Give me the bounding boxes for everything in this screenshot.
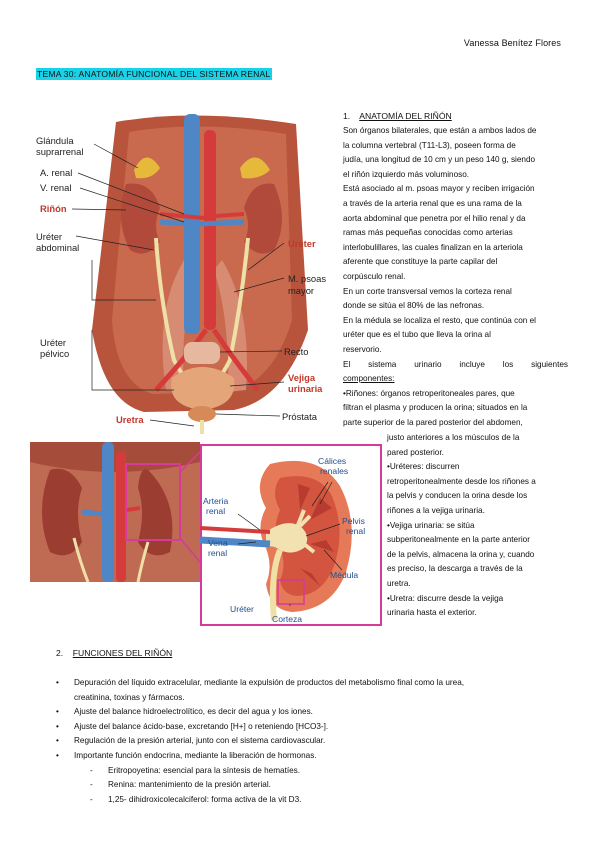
label-ureter-right: Uréter xyxy=(288,238,316,249)
component-line: parte superior de la pared posterior del… xyxy=(343,417,523,427)
section1-body-narrow: justo anteriores a los músculos de la pa… xyxy=(387,431,572,621)
kidney-torso-illustration xyxy=(30,442,200,582)
label-vena-1: Vena xyxy=(208,538,228,548)
label-suprarrenal: suprarrenal xyxy=(36,146,83,157)
label-rinon: Riñón xyxy=(40,203,67,214)
hormone-item: 1,25- dihidroxicolecalciferol: forma act… xyxy=(56,793,556,808)
label-ureter-pelvico-2: pélvico xyxy=(40,348,69,359)
aorta xyxy=(204,130,216,330)
cortex-highlight-box xyxy=(277,579,305,605)
component-line: •Uréteres: discurren xyxy=(387,462,460,472)
component-line: uretra. xyxy=(387,578,411,588)
function-item: Ajuste del balance ácido-base, excretand… xyxy=(56,720,556,735)
rectum xyxy=(184,342,220,364)
kidney-cross-section-illustration: Cálices renales Arteria renal Pelvis ren… xyxy=(200,444,382,626)
hormone-item: Eritropoyetina: esencial para la síntesi… xyxy=(56,764,556,779)
urinary-bladder xyxy=(171,367,235,410)
section1-line: corpúsculo renal. xyxy=(343,271,406,281)
section1-line: reservorio. xyxy=(343,344,382,354)
section1-line: la columna vertebral (T11-L3), poseen fo… xyxy=(343,140,516,150)
label-psoas-1: M. psoas xyxy=(288,273,326,284)
prostate xyxy=(188,406,216,422)
section1-line: interlobulillares, las cuales finalizan … xyxy=(343,242,523,252)
component-line: la pelvis y conducen la orina desde los xyxy=(387,491,528,501)
label-ureter-cross: Uréter xyxy=(230,604,254,614)
component-line: urinaria hasta el exterior. xyxy=(387,608,477,618)
section1-line: el riñón izquierdo más voluminoso. xyxy=(343,169,470,179)
label-medula: Médula xyxy=(330,570,358,580)
section1-line: donde se sitúa el 80% de las nefronas. xyxy=(343,301,485,311)
vena-cava xyxy=(184,114,200,334)
label-ureter-pelvico-1: Uréter xyxy=(40,337,66,348)
components-label: componentes: xyxy=(343,374,395,384)
function-item: Ajuste del balance hidroelectrolítico, e… xyxy=(56,705,556,720)
kidney-right xyxy=(244,183,282,254)
section1-line: Está asociado al m. psoas mayor y recibe… xyxy=(343,184,535,194)
section2-title: FUNCIONES DEL RIÑÓN xyxy=(72,648,173,658)
component-line: filtran el plasma y producen la orina; s… xyxy=(343,403,528,413)
label-arteria-2: renal xyxy=(206,506,225,516)
section2-number: 2. xyxy=(56,648,64,658)
hormone-item: Renina: mantenimiento de la presión arte… xyxy=(56,778,556,793)
label-corteza: Corteza xyxy=(272,614,302,624)
renal-pelvis xyxy=(266,523,308,553)
label-uretra: Uretra xyxy=(116,414,144,425)
section1-line: En un corte transversal vemos la corteza… xyxy=(343,286,512,296)
section1-line: ramas más pequeñas conocidas como arteri… xyxy=(343,228,513,238)
component-line: pared posterior. xyxy=(387,447,444,457)
author-name: Vanessa Benítez Flores xyxy=(463,38,561,48)
component-line: •Vejiga urinaria: se sitúa xyxy=(387,520,475,530)
topic-title: TEMA 30: ANATOMÍA FUNCIONAL DEL SISTEMA … xyxy=(36,68,273,80)
component-line: •Riñones: órganos retroperitoneales pare… xyxy=(343,388,515,398)
urinary-system-illustration: Glándula suprarrenal A. renal V. renal R… xyxy=(34,110,334,435)
section1-line: aferente que constituye la parte capilar… xyxy=(343,257,498,267)
label-vena-2: renal xyxy=(208,548,227,558)
component-line: •Uretra: discurre desde la vejiga xyxy=(387,593,504,603)
label-recto: Recto xyxy=(284,346,309,357)
label-psoas-2: mayor xyxy=(288,285,314,296)
section1-line: aorta abdominal que penetra por el hilio… xyxy=(343,213,526,223)
section1-line: uréter que es el tubo que lleva la orina… xyxy=(343,330,491,340)
adrenal-gland-right xyxy=(240,157,270,179)
function-item: Regulación de la presión arterial, junto… xyxy=(56,734,556,749)
label-pelvis-1: Pelvis xyxy=(342,516,365,526)
label-vejiga-1: Vejiga xyxy=(288,372,316,383)
component-line: subperitonealmente en la parte anterior xyxy=(387,535,530,545)
function-item: Importante función endocrina, mediante l… xyxy=(56,749,556,764)
component-line: es preciso, la descarga a través de la xyxy=(387,564,523,574)
component-line: justo anteriores a los músculos de la xyxy=(387,433,520,442)
renal-ureter xyxy=(269,548,283,621)
adrenal-gland-left xyxy=(134,157,160,179)
label-vejiga-2: urinaria xyxy=(288,383,323,394)
section1-line: judía, una longitud de 10 cm y un peso 1… xyxy=(343,155,536,165)
highlight-box-small xyxy=(125,463,181,541)
label-arteria-renal: A. renal xyxy=(40,167,72,178)
component-line: de la pelvis, almacena la orina y, cuand… xyxy=(387,549,535,559)
label-arteria-1: Arteria xyxy=(203,496,229,506)
section1-line: Son órganos bilaterales, que están a amb… xyxy=(343,126,537,135)
section1-number: 1. xyxy=(343,111,351,121)
functions-list: Depuración del líquido extracelular, med… xyxy=(56,676,556,807)
function-item-continuation: creatinina, toxinas y fármacos. xyxy=(74,692,185,702)
section1-body: Son órganos bilaterales, que están a amb… xyxy=(343,124,568,430)
label-calices-1: Cálices xyxy=(318,456,346,466)
section1-line: En la médula se localiza el resto, que c… xyxy=(343,315,536,325)
component-line: riñones a la vejiga urinaria. xyxy=(387,505,485,515)
label-ureter-abdominal-2: abdominal xyxy=(36,242,79,253)
label-ureter-abdominal-1: Uréter xyxy=(36,231,62,242)
component-line: retroperitonealmente desde los riñones a xyxy=(387,476,536,486)
section1-heading: 1. ANATOMÍA DEL RIÑÓN xyxy=(343,111,452,121)
label-glandula: Glándula xyxy=(36,135,74,146)
label-calices-2: renales xyxy=(320,466,348,476)
section2-heading: 2. FUNCIONES DEL RIÑÓN xyxy=(56,648,172,658)
components-intro: El sistema urinario incluye los siguient… xyxy=(343,359,568,369)
section1-title: ANATOMÍA DEL RIÑÓN xyxy=(359,111,452,121)
function-item: Depuración del líquido extracelular, med… xyxy=(56,676,556,691)
label-prostata: Próstata xyxy=(282,411,318,422)
label-pelvis-2: renal xyxy=(346,526,365,536)
section1-line: a través de la arteria renal que es una … xyxy=(343,198,522,208)
label-vena-renal: V. renal xyxy=(40,182,71,193)
